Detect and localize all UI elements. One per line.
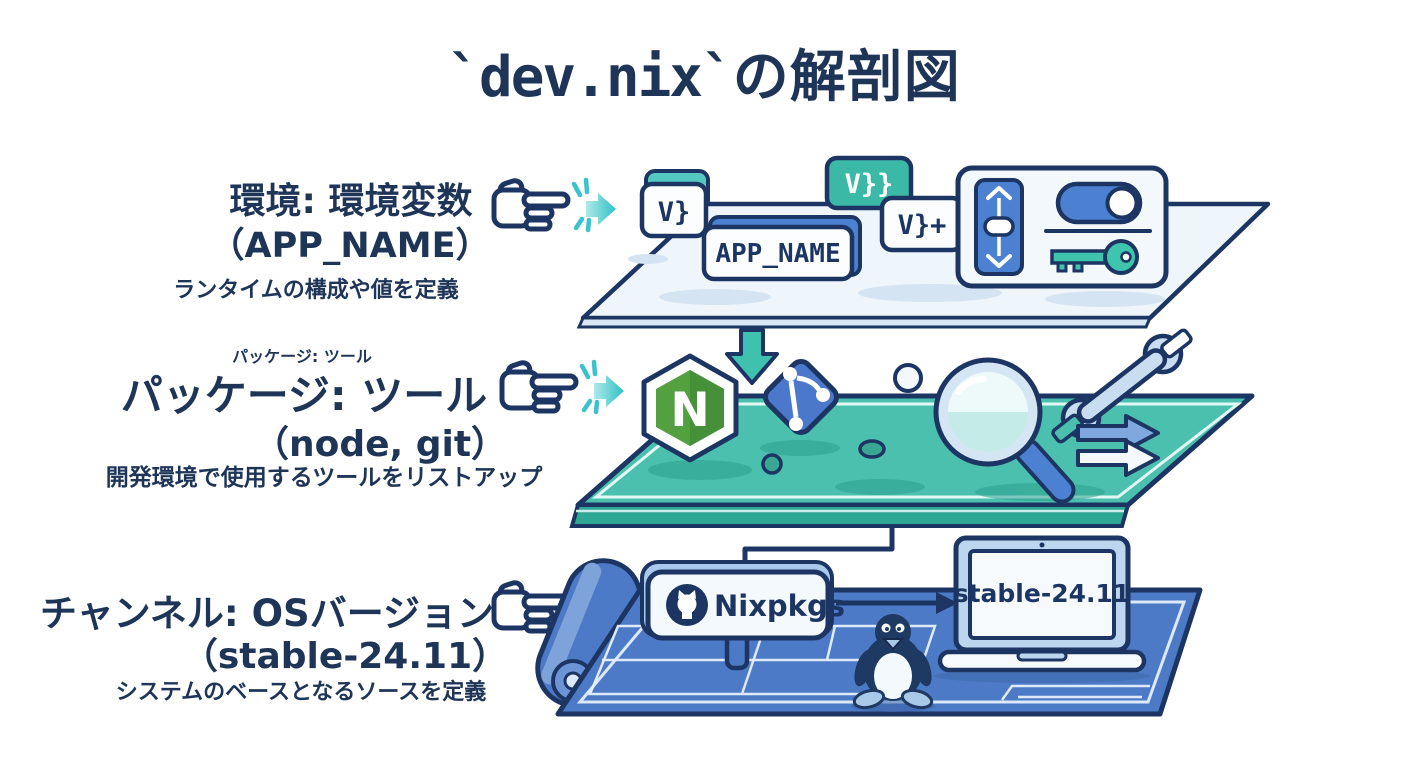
env-var-badge-v3: V}+ [879, 195, 965, 253]
gear-large-icon [893, 363, 923, 393]
packages-subheading: （node, git） [252, 424, 508, 465]
packages-heading: パッケージ: ツール [120, 371, 488, 420]
channel-description: システムのベースとなるソースを定義 [115, 680, 487, 705]
nginx-letter: N [670, 383, 709, 438]
packages-overline: パッケージ: ツール [232, 347, 372, 366]
environment-heading: 環境: 環境変数 [229, 181, 473, 222]
badge-to-laptop-arrow [836, 592, 958, 614]
wrench-icon [1051, 328, 1193, 444]
environment-subheading: （APP_NAME） [209, 226, 491, 266]
transfer-arrows-icon [1076, 414, 1160, 477]
channel-layer: Nixpkgs stable- [535, 535, 1203, 717]
env-var-badge-v1: V} [639, 169, 710, 239]
badge-v1-text: V} [658, 197, 691, 228]
packages-layer: N [569, 328, 1255, 528]
channel-heading: チャンネル: OSバージョン [40, 592, 494, 635]
environment-layer: V} APP_NAME V}} V}+ [576, 155, 1271, 329]
laptop: stable-24.11 [937, 535, 1147, 673]
environment-description: ランタイムの構成や値を定義 [173, 278, 459, 303]
page-title: `dev.nix`の解剖図 [447, 32, 960, 113]
surface-shadows [628, 254, 1165, 307]
laptop-screen-label: stable-24.11 [954, 579, 1131, 608]
badge-v3-text: V}+ [898, 210, 947, 241]
title-suffix: の解剖図 [732, 45, 961, 110]
gear-icon [761, 453, 783, 475]
settings-panel [955, 165, 1169, 289]
git-icon [763, 359, 839, 435]
search-icon [933, 357, 1076, 504]
nginx-logo-icon: N [641, 353, 739, 463]
packages-description: 開発環境で使用するツールをリストアップ [105, 465, 543, 491]
down-arrow-icon [725, 328, 779, 385]
title-code: `dev.nix` [447, 45, 734, 110]
repo-badge: Nixpkgs [640, 560, 845, 641]
linux-penguin-icon [852, 614, 934, 710]
key-icon [1050, 239, 1139, 275]
app-name-badge: APP_NAME [701, 215, 862, 282]
toggle-icon [1055, 181, 1143, 225]
slider-icon [974, 178, 1024, 276]
laptop-notch [1016, 650, 1068, 662]
webcam-dot [1039, 542, 1045, 548]
badge-v2-text: V}} [845, 169, 894, 200]
gear-3d-icon [858, 439, 886, 459]
channel-subheading: （stable-24.11） [181, 636, 509, 677]
repo-badge-text: Nixpkgs [714, 589, 845, 623]
env-var-badge-v2: V}} [824, 155, 914, 211]
github-icon [666, 584, 708, 626]
blueprint-scroll [535, 558, 643, 708]
app-name-text: APP_NAME [715, 239, 840, 269]
